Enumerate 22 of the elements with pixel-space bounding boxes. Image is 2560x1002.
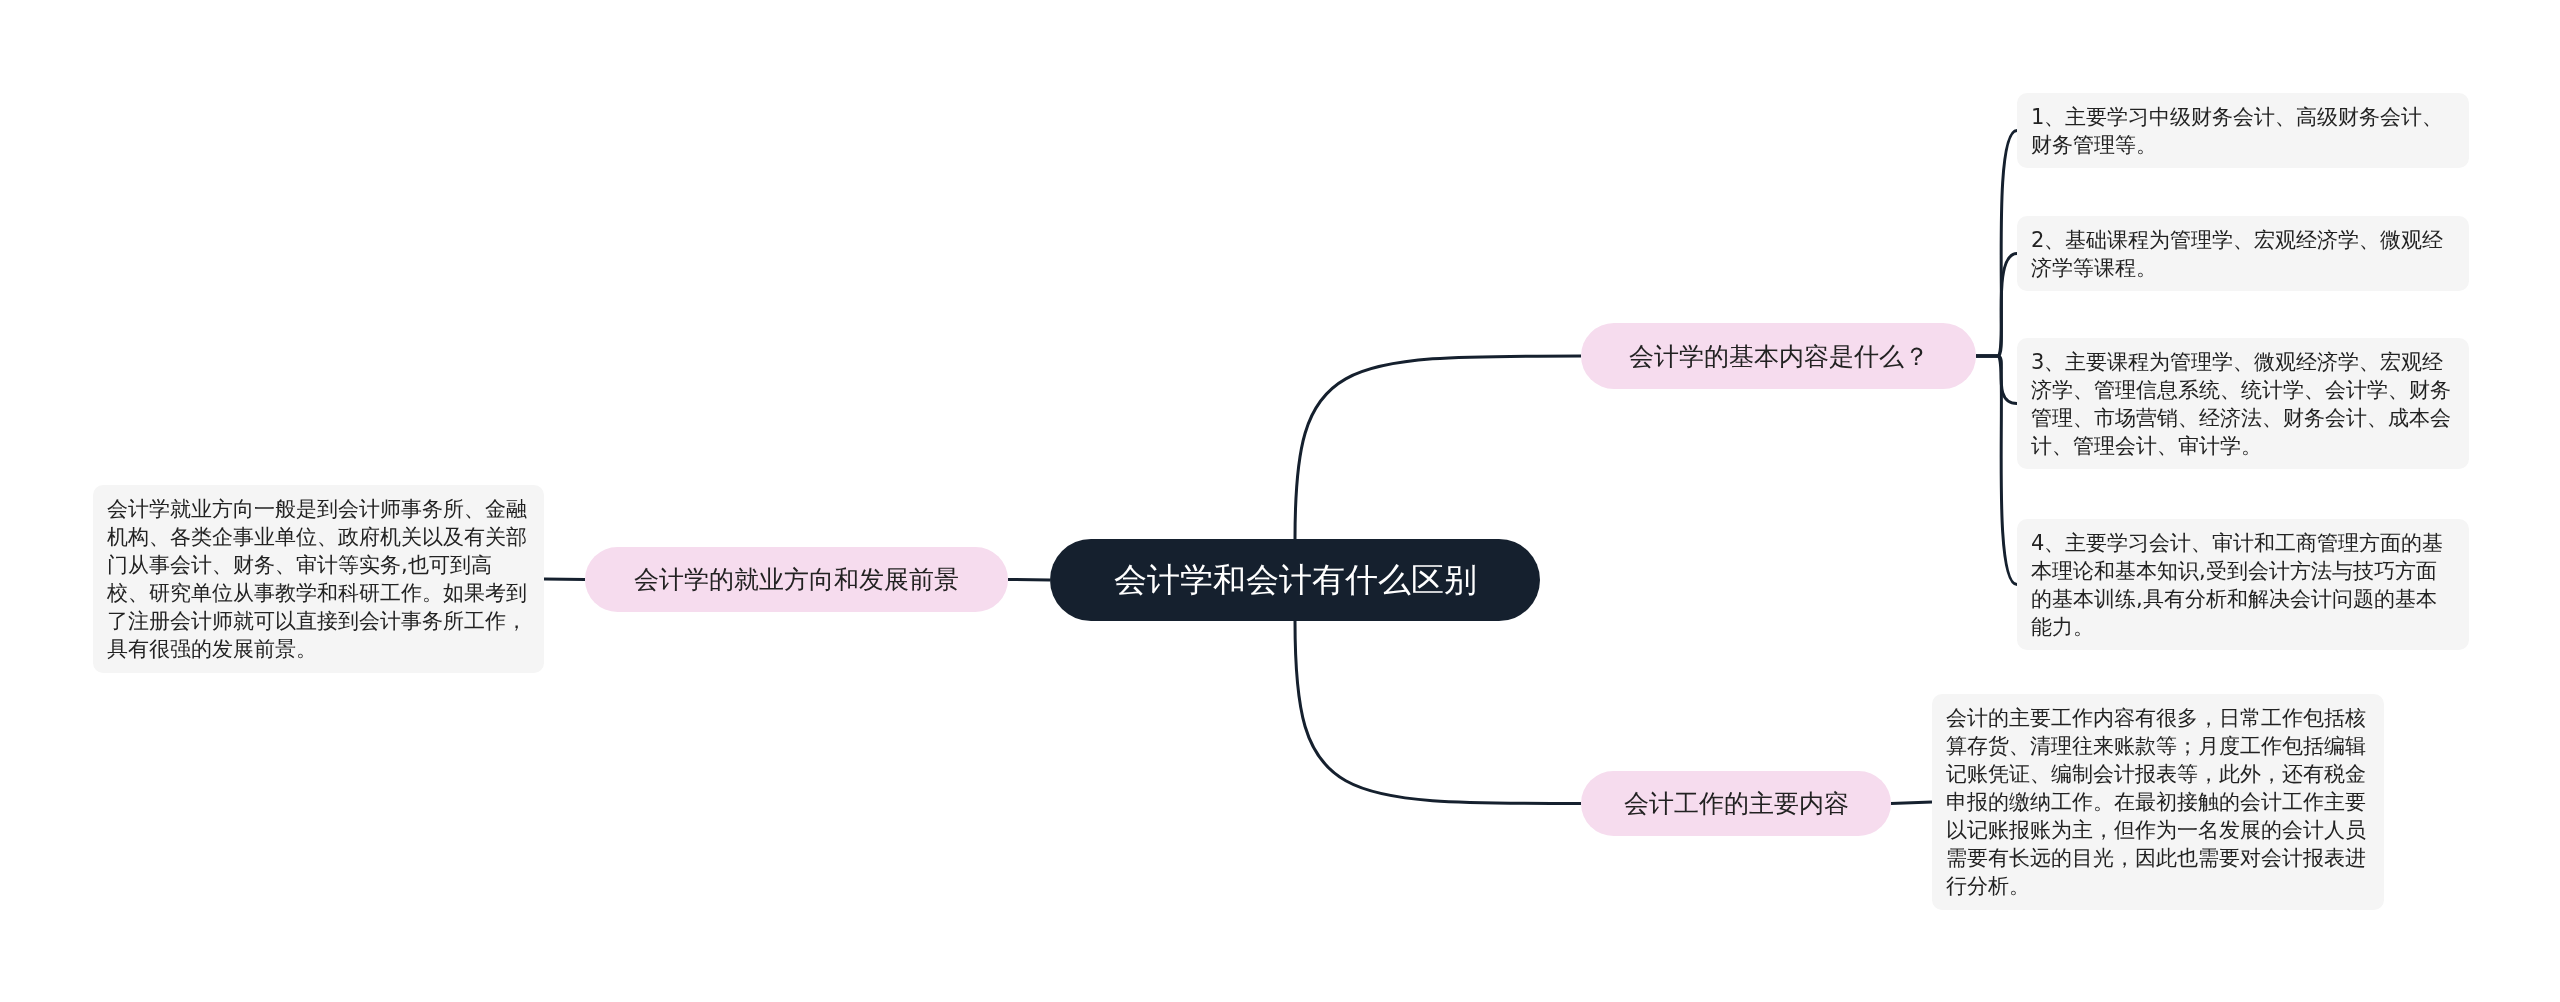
connector-line [1008,578,1050,582]
note-card [2017,216,2469,291]
topic-text: 会计学的基本内容是什么？ [1628,340,1929,373]
topic-text: 4、主要学习会计、审计和工商管理方面的基本理论和基本知识,受到会计方法与技巧方面的基本训练,具有分析和解决会计问题的基本能力。 [2031,529,2445,641]
topic-text: 1、主要学习中级财务会计、高级财务会计、财务管理等。 [2031,103,2445,159]
note-card [93,485,544,673]
connector-line [1976,354,2018,586]
connector-line [1293,620,1581,805]
topic-text: 会计学的就业方向和发展前景 [634,564,959,596]
connector-line [1890,800,1933,805]
topic-text: 3、主要课程为管理学、微观经济学、宏观经济学、管理信息系统、统计学、会计学、财务管理、市场营销、经济法、财务会计、成本会计、管理会计、审计学。 [2031,348,2452,460]
note-card [1932,694,2384,910]
topic-text: 会计学就业方向一般是到会计师事务所、金融机构、各类企事业单位、政府机关以及有关部门从事会计、财务、审计等实务,也可到高校、研究单位从事教学和科研工作。如果考到了注册会计师就可以直接到会计事务所工作，具有很强的发展前景。 [107,496,528,663]
topic-text: 2、基础课程为管理学、宏观经济学、微观经济学等课程。 [2031,226,2445,282]
note-card [2017,519,2469,650]
topic-text: 会计工作的主要内容 [1623,788,1849,820]
note-card [2017,93,2469,168]
note-card [2017,338,2469,469]
connector-line [543,577,586,581]
topic-text: 会计的主要工作内容有很多，日常工作包括核算存货、清理往来账款等；月度工作包括编辑记账凭证、编制会计报表等，此外，还有税金申报的缴纳工作。在最初接触的会计工作主要以记账报账为主，但作为一名发展的会计人员需要有长远的目光，因此也需要对会计报表进行分析。 [1946,705,2367,900]
topic-text: 会计学和会计有什么区别 [1113,558,1477,601]
connector-line [1293,354,1581,540]
